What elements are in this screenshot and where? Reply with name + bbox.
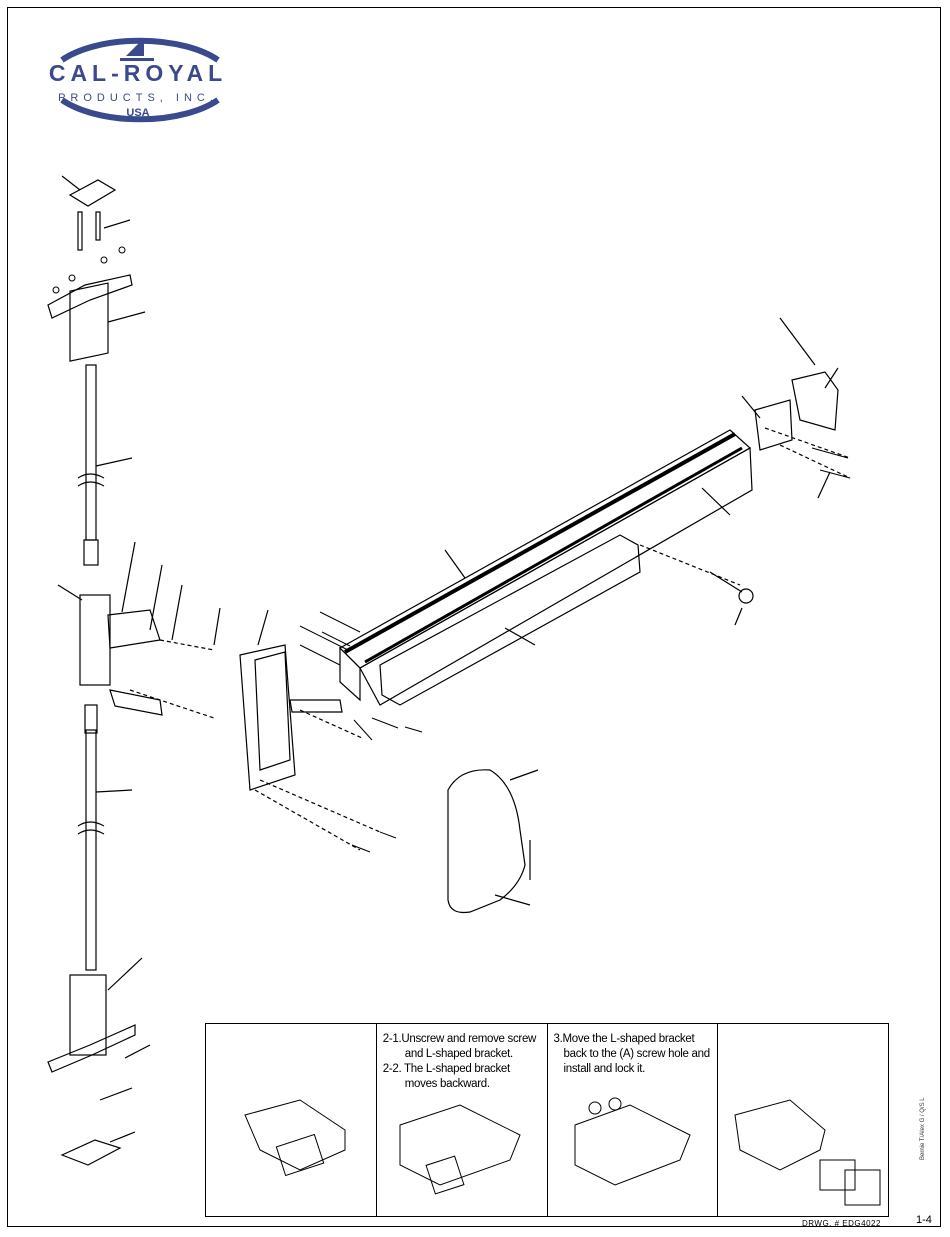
instruction-step-2: 2-1.Unscrew and remove screw and L-shape… (377, 1024, 548, 1216)
cover-cap (448, 770, 538, 913)
top-strike (62, 176, 130, 250)
top-rod (78, 365, 132, 565)
step-2-line-4: moves backward. (383, 1077, 543, 1092)
top-latch (48, 247, 145, 361)
screws (300, 448, 850, 852)
step-2-line-1: 2-1.Unscrew and remove screw (383, 1032, 543, 1047)
side-note: Bernie T/Alex G / Q/S L (920, 1097, 926, 1160)
instruction-step-1 (206, 1024, 377, 1216)
center-case (58, 542, 220, 718)
step-3-line-1: 3.Move the L-shaped bracket (554, 1032, 714, 1047)
instruction-step-4 (718, 1024, 888, 1216)
step-2-line-2: and L-shaped bracket. (383, 1047, 543, 1062)
push-pad (380, 535, 740, 705)
drawing-number: DRWG. # EDG4022 (802, 1219, 881, 1228)
step-2-line-3: 2-2. The L-shaped bracket (383, 1062, 543, 1077)
bottom-latch (48, 958, 150, 1165)
bottom-rod (78, 705, 132, 970)
sheet-number: 1-4 (916, 1214, 932, 1226)
instruction-step-3: 3.Move the L-shaped bracket back to the … (548, 1024, 719, 1216)
end-cap (742, 318, 850, 498)
push-bar-channel (340, 430, 752, 705)
step-3-line-2: back to the (A) screw hole and (554, 1047, 714, 1062)
instruction-panels: 2-1.Unscrew and remove screw and L-shape… (205, 1023, 889, 1217)
step-3-line-3: install and lock it. (554, 1062, 714, 1077)
dogging-key (710, 572, 753, 625)
